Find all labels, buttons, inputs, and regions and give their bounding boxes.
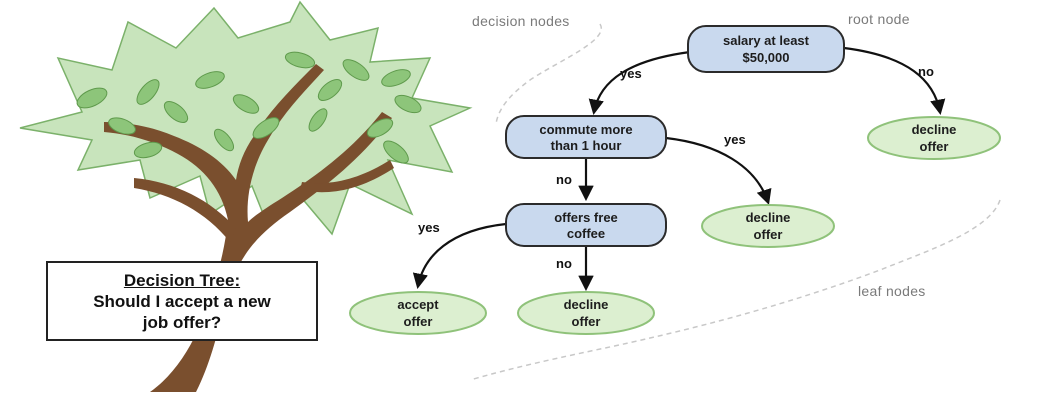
tree-leaf <box>284 51 316 69</box>
edge-label-coffee-yes: yes <box>418 220 440 235</box>
tree-leaf <box>76 87 108 109</box>
title-box: Decision Tree: Should I accept a new job… <box>46 261 318 341</box>
title-line-2: job offer? <box>142 312 222 332</box>
decision-node-root: salary at least $50,000 <box>687 25 845 73</box>
leaf-node-coffee-yes: accept offer <box>349 291 487 335</box>
tree-leaf <box>342 59 370 81</box>
decision-nodes-outline <box>495 23 603 125</box>
leaf-coffee-no-line-1: decline <box>564 297 609 312</box>
leaf-node-commute-yes: decline offer <box>701 204 835 248</box>
tree-leaf <box>394 94 422 114</box>
title-heading: Decision Tree: <box>123 270 241 290</box>
tree-branch <box>134 178 236 242</box>
leaf-node-coffee-no: decline offer <box>517 291 655 335</box>
tree-leaf <box>136 79 160 105</box>
tree-leaf <box>252 117 280 139</box>
leaf-nodes-outline <box>469 199 1001 381</box>
leaf-coffee-no-line-2: offer <box>572 314 601 329</box>
leaf-coffee-yes-line-2: offer <box>404 314 433 329</box>
tree-branch <box>300 160 394 193</box>
title-line-1: Should I accept a new <box>93 291 271 311</box>
decision-node-coffee: offers free coffee <box>505 203 667 247</box>
edge-coffee-yes <box>412 222 507 290</box>
edge-label-root-yes: yes <box>620 66 642 81</box>
leaf-coffee-yes-line-1: accept <box>397 297 439 312</box>
commute-line-1: commute more <box>539 122 632 137</box>
tree-leaf <box>381 69 411 87</box>
edge-label-commute-no: no <box>556 172 572 187</box>
annotation-leaf-nodes: leaf nodes <box>858 283 926 299</box>
tree-illustration-icon <box>19 0 473 392</box>
commute-line-2: than 1 hour <box>551 138 622 153</box>
leaf-root-no-line-1: decline <box>912 122 957 137</box>
coffee-line-2: coffee <box>567 226 605 241</box>
decision-node-commute: commute more than 1 hour <box>505 115 667 159</box>
coffee-line-1: offers free <box>554 210 618 225</box>
edge-label-coffee-no: no <box>556 256 572 271</box>
leaf-root-no-line-2: offer <box>920 139 949 154</box>
annotation-decision-nodes: decision nodes <box>472 13 570 29</box>
edge-label-root-no: no <box>918 64 934 79</box>
leaf-commute-yes-line-1: decline <box>746 210 791 225</box>
tree-leaf <box>317 79 343 101</box>
tree-canopy <box>19 0 473 236</box>
leaf-node-root-no: decline offer <box>867 116 1001 160</box>
edge-root-yes <box>588 50 691 116</box>
annotation-root-node: root node <box>848 11 910 27</box>
tree-leaf <box>108 117 136 135</box>
tree-leaf <box>163 101 189 123</box>
root-line-2: $50,000 <box>743 50 790 65</box>
annotation-dashed-lines <box>469 23 1001 381</box>
tree-leaf <box>366 118 394 138</box>
edge-commute-yes <box>665 136 772 205</box>
tree-leaf <box>308 108 328 132</box>
tree-leaf <box>232 94 260 114</box>
tree-leaf <box>213 128 235 152</box>
tree-leaf <box>383 140 409 164</box>
tree-trunk <box>104 64 392 392</box>
root-line-1: salary at least <box>723 33 810 48</box>
edge-label-commute-yes: yes <box>724 132 746 147</box>
tree-leaf <box>195 71 225 89</box>
tree-leaf <box>133 141 163 159</box>
edge-root-no <box>843 46 946 116</box>
leaf-commute-yes-line-2: offer <box>754 227 783 242</box>
